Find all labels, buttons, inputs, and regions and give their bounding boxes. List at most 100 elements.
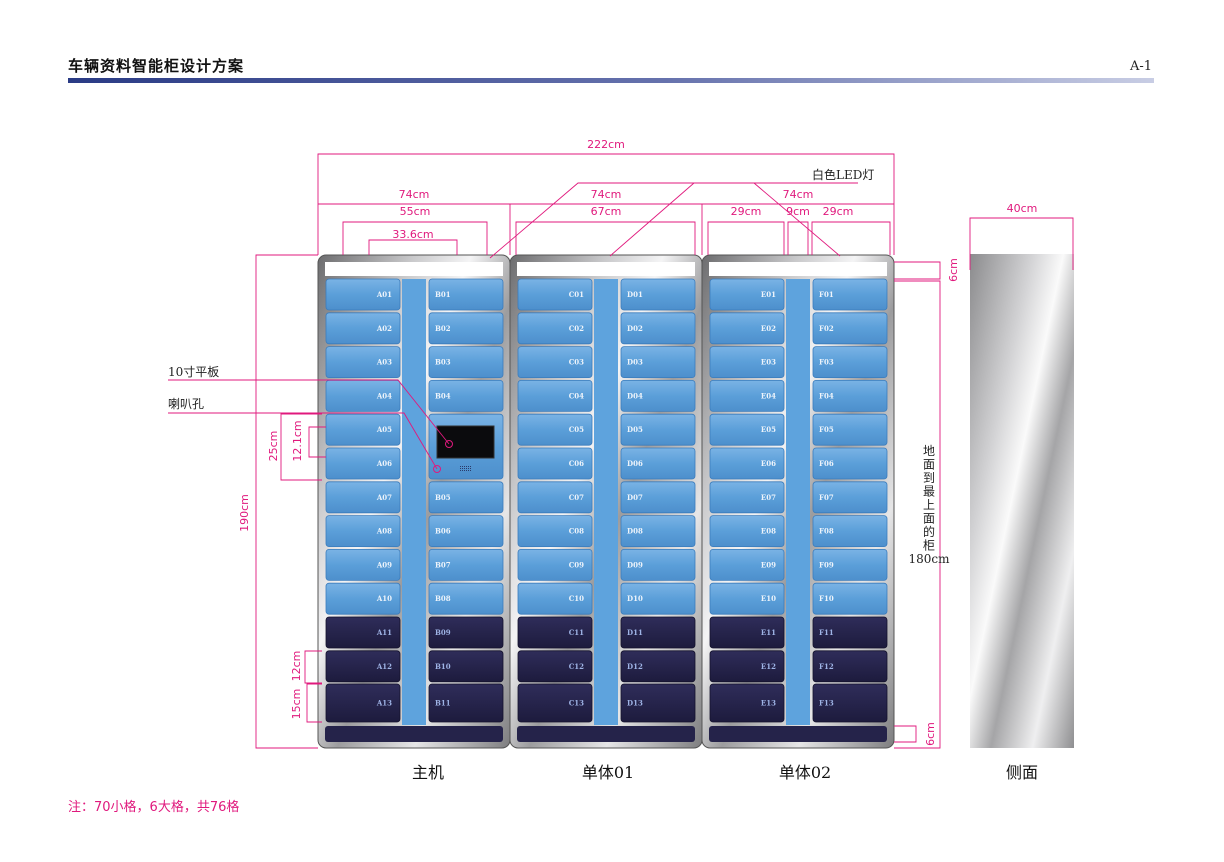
speaker-hole (464, 468, 465, 469)
dim-top-band: 6cm (947, 258, 960, 282)
locker-label: A02 (376, 324, 392, 333)
locker-label: C13 (569, 699, 584, 708)
dim-unit-width-01: 74cm (591, 188, 622, 201)
locker-label: F02 (819, 324, 834, 333)
locker-cell (517, 515, 593, 547)
locker-label: D01 (627, 290, 643, 299)
center-column (594, 279, 618, 725)
locker-cell (325, 312, 401, 345)
dim-side-depth: 40cm (1007, 202, 1038, 215)
dim-height-total: 190cm (238, 494, 251, 532)
caption-side: 侧面 (1006, 763, 1038, 782)
locker-cell (517, 549, 593, 581)
locker-label: B08 (435, 594, 451, 603)
locker-label: C02 (569, 324, 584, 333)
locker-label: D04 (627, 391, 643, 400)
locker-label: C10 (569, 594, 584, 603)
locker-label: E11 (761, 628, 776, 637)
locker-label: A03 (376, 358, 392, 367)
locker-cell (517, 312, 593, 345)
cabinet-unit: C01C02C03C04C05C06C07C08C09C10C11C12C13D… (509, 254, 703, 749)
label-tablet: 10寸平板 (168, 365, 219, 379)
locker-cell (620, 582, 696, 615)
locker-label: D11 (627, 628, 643, 637)
dimension-lines (168, 153, 1074, 749)
speaker-hole (462, 468, 463, 469)
cabinet-unit: A01A02A03A04A05A06A07A08A09A10A11A12A13B… (317, 254, 511, 749)
locker-label: E06 (761, 459, 776, 468)
locker-cell (709, 683, 785, 723)
locker-label: A05 (376, 425, 392, 434)
locker-label: F11 (819, 628, 834, 637)
dim-row-pair: 25cm (267, 431, 280, 462)
locker-label: D03 (627, 358, 643, 367)
locker-cell (428, 481, 504, 514)
locker-label: C11 (569, 628, 584, 637)
locker-label: C04 (569, 391, 584, 400)
locker-label: F05 (819, 425, 834, 434)
side-panel (970, 254, 1074, 748)
locker-cell (325, 582, 401, 615)
locker-label: B09 (435, 628, 451, 637)
locker-cell (709, 549, 785, 581)
locker-cell (517, 278, 593, 311)
speaker-hole (462, 466, 463, 467)
locker-cell (812, 650, 888, 683)
speaker-hole (470, 468, 471, 469)
locker-cell (428, 379, 504, 412)
locker-cell (517, 346, 593, 379)
locker-label: D09 (627, 560, 643, 569)
cabinet-base (709, 726, 887, 742)
speaker-hole (466, 470, 467, 471)
locker-cell (325, 683, 401, 723)
locker-cell (620, 481, 696, 514)
locker-label: A11 (376, 628, 392, 637)
dim-row-large: 15cm (290, 689, 303, 720)
led-strip (325, 262, 503, 276)
speaker-hole (462, 470, 463, 471)
locker-label: B03 (435, 358, 451, 367)
locker-label: B07 (435, 560, 451, 569)
speaker-hole (464, 466, 465, 467)
speaker-hole (460, 466, 461, 467)
locker-label: E13 (761, 699, 776, 708)
locker-cell (812, 312, 888, 345)
locker-label: E12 (761, 662, 776, 671)
speaker-hole (470, 470, 471, 471)
locker-label: C07 (569, 493, 584, 502)
locker-cell (620, 278, 696, 311)
locker-label: A13 (376, 699, 392, 708)
locker-cell (709, 447, 785, 480)
locker-label: D10 (627, 594, 643, 603)
header-bar (68, 78, 1154, 83)
locker-cell (812, 549, 888, 581)
locker-cell (620, 413, 696, 446)
locker-label: F06 (819, 459, 834, 468)
locker-cell (709, 481, 785, 514)
locker-cell (325, 413, 401, 446)
locker-label: B02 (435, 324, 451, 333)
locker-cell (709, 379, 785, 412)
locker-label: B04 (435, 391, 451, 400)
dim-unit01-inner: 67cm (591, 205, 622, 218)
locker-cell (620, 650, 696, 683)
cabinet-base (325, 726, 503, 742)
locker-cell (709, 413, 785, 446)
locker-cell (709, 515, 785, 547)
locker-cell (812, 379, 888, 412)
dim-unit-width-main: 74cm (399, 188, 430, 201)
locker-cell (812, 683, 888, 723)
locker-cell (620, 346, 696, 379)
locker-cell (325, 549, 401, 581)
speaker-hole (468, 466, 469, 467)
locker-label: C12 (569, 662, 584, 671)
dim-main-inner: 55cm (400, 205, 431, 218)
locker-label: D13 (627, 699, 643, 708)
locker-label: B01 (435, 290, 451, 299)
locker-label: A10 (376, 594, 392, 603)
locker-cell (517, 650, 593, 683)
locker-cell (620, 447, 696, 480)
locker-label: B11 (435, 699, 451, 708)
